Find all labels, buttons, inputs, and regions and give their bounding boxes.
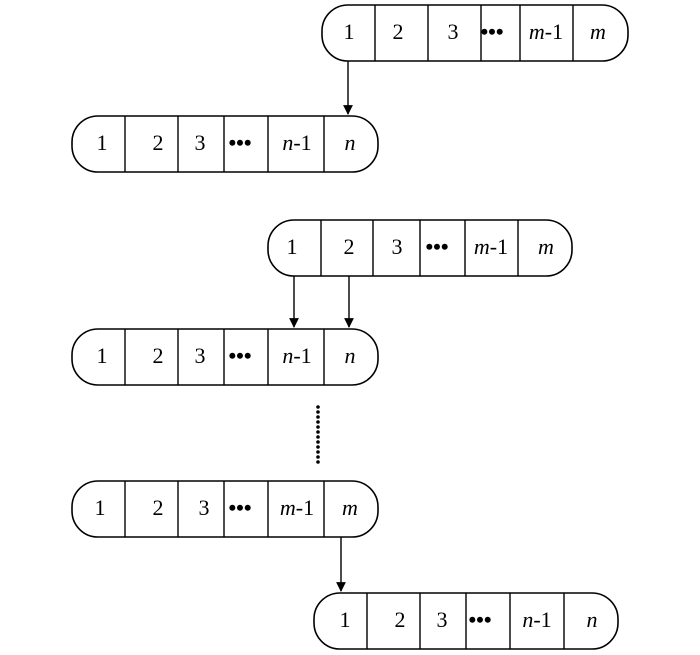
bar-1-bottom-cell-2-label: 2 [153,130,164,155]
bar-1-bottom: 1 2 3 ••• n-1 n [71,115,379,173]
bar-1-bottom-cell-1-label: 1 [97,130,108,155]
bar-2-bottom-cell-1-label: 1 [97,343,108,368]
continuation-dot [316,460,320,464]
continuation-dot [316,450,320,454]
continuation-dot [316,430,320,434]
continuation-dot [316,410,320,414]
bar-1-top-cell-5-label: m-1 [529,19,563,44]
bar-2-bottom: 1 2 3 ••• n-1 n [71,328,379,386]
bar-2-bottom-cell-4-label: ••• [228,343,251,368]
bar-2-top-cell-4-label: ••• [425,234,448,259]
continuation-dots [316,405,320,464]
bar-2-bottom-cell-3-label: 3 [195,343,206,368]
bar-3-bottom-cell-1-label: 1 [340,607,351,632]
bar-3-bottom: 1 2 3 ••• n-1 n [313,592,619,650]
continuation-dot [316,435,320,439]
bar-2-bottom-cell-5-label: n-1 [282,343,311,368]
bar-3-top-cell-5-label: m-1 [280,495,314,520]
bar-2-top-cell-6-label: m [538,234,554,259]
bar-1-top-outline [321,4,629,62]
bar-2-bottom-cell-6-label: n [345,343,356,368]
bar-1-top-cell-3-label: 3 [448,19,459,44]
bar-3-bottom-cell-5-label: n-1 [522,607,551,632]
continuation-dot [316,420,320,424]
bar-3-top-cell-6-label: m [342,495,358,520]
bar-1-top-cell-2-label: 2 [393,19,404,44]
bar-2-top-cell-1-label: 1 [287,234,298,259]
bar-2-top-cell-2-label: 2 [344,234,355,259]
bar-1-bottom-cell-6-label: n [345,130,356,155]
bar-2-bottom-outline [71,328,379,386]
bar-1-top-cell-1-label: 1 [344,19,355,44]
continuation-dot [316,455,320,459]
bar-3-bottom-cell-3-label: 3 [437,607,448,632]
bar-3-top: 1 2 3 ••• m-1 m [71,480,379,538]
bar-2-bottom-cell-2-label: 2 [153,343,164,368]
bar-1-bottom-cell-5-label: n-1 [282,130,311,155]
bar-3-top-cell-4-label: ••• [228,495,251,520]
bar-3-top-cell-1-label: 1 [95,495,106,520]
continuation-dot [316,425,320,429]
bar-2-top-cell-3-label: 3 [392,234,403,259]
bar-3-top-cell-3-label: 3 [199,495,210,520]
bar-3-top-cell-2-label: 2 [153,495,164,520]
bar-3-top-outline [71,480,379,538]
bar-2-top-cell-5-label: m-1 [474,234,508,259]
bar-1-bottom-outline [71,115,379,173]
continuation-dot [316,415,320,419]
bar-3-bottom-cell-6-label: n [587,607,598,632]
bar-1-top-cell-4-label: ••• [480,19,503,44]
bar-2-top: 1 2 3 ••• m-1 m [267,219,573,277]
bar-3-bottom-cell-2-label: 2 [395,607,406,632]
continuation-dot [316,440,320,444]
bar-1-top: 1 2 3 ••• m-1 m [321,4,629,62]
bar-3-bottom-cell-4-label: ••• [468,607,491,632]
continuation-dot [316,445,320,449]
bar-1-bottom-cell-3-label: 3 [195,130,206,155]
bar-1-top-cell-6-label: m [590,19,606,44]
bar-1-bottom-cell-4-label: ••• [228,130,251,155]
continuation-dot [316,405,320,409]
